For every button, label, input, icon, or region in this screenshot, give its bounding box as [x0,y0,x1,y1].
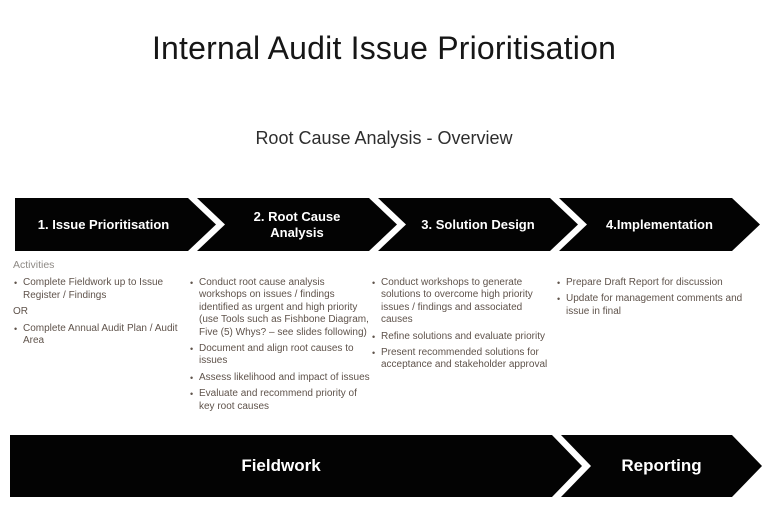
activities-column-step-1: Activities Complete Fieldwork up to Issu… [13,259,188,351]
list-item: Conduct root cause analysis workshops on… [189,277,374,339]
process-step-3-label: 3. Solution Design [421,216,535,232]
slide-title: Internal Audit Issue Prioritisation [151,30,617,66]
list-item: Refine solutions and evaluate priority [371,331,556,344]
list-item-or: OR [13,306,28,318]
activities-list-step-2: Conduct root cause analysis workshops on… [189,277,374,413]
process-step-2-label: 2. Root Cause Analysis [253,208,341,240]
process-step-2-root-cause-analysis: 2. Root Cause Analysis [197,198,397,251]
list-item: Present recommended solutions for accept… [371,347,556,372]
process-step-1-label: 1. Issue Prioritisation [37,216,170,232]
list-item: Complete Fieldwork up to Issue Register … [13,277,188,302]
list-item: Evaluate and recommend priority of key r… [189,388,374,413]
fieldwork-banner-label: Fieldwork [241,456,321,475]
activities-heading: Activities [13,259,55,271]
list-item: Prepare Draft Report for discussion [556,277,751,290]
reporting-phase-banner: Reporting [561,435,762,497]
list-item: Update for management comments and issue… [556,293,751,318]
list-item: Conduct workshops to generate solutions … [371,277,556,327]
fieldwork-phase-banner: Fieldwork [10,435,582,497]
reporting-banner-label: Reporting [621,456,702,475]
list-item: Document and align root causes to issues [189,343,374,368]
list-item: Assess likelihood and impact of issues [189,372,374,385]
slide-subtitle: Root Cause Analysis - Overview [255,128,513,148]
activities-column-step-2: Conduct root cause analysis workshops on… [189,277,374,417]
process-step-1-issue-prioritisation: 1. Issue Prioritisation [15,198,216,251]
process-step-3-solution-design: 3. Solution Design [378,198,578,251]
list-item: Complete Annual Audit Plan / Audit Area [13,323,188,348]
process-step-4-label: 4.Implementation [606,216,713,232]
process-step-4-implementation: 4.Implementation [559,198,760,251]
activities-column-step-3: Conduct workshops to generate solutions … [371,277,556,376]
activities-list-step-1: Complete Fieldwork up to Issue Register … [13,277,188,347]
activities-list-step-3: Conduct workshops to generate solutions … [371,277,556,372]
activities-list-step-4: Prepare Draft Report for discussion Upda… [556,277,751,318]
activities-column-step-4: Prepare Draft Report for discussion Upda… [556,277,751,322]
